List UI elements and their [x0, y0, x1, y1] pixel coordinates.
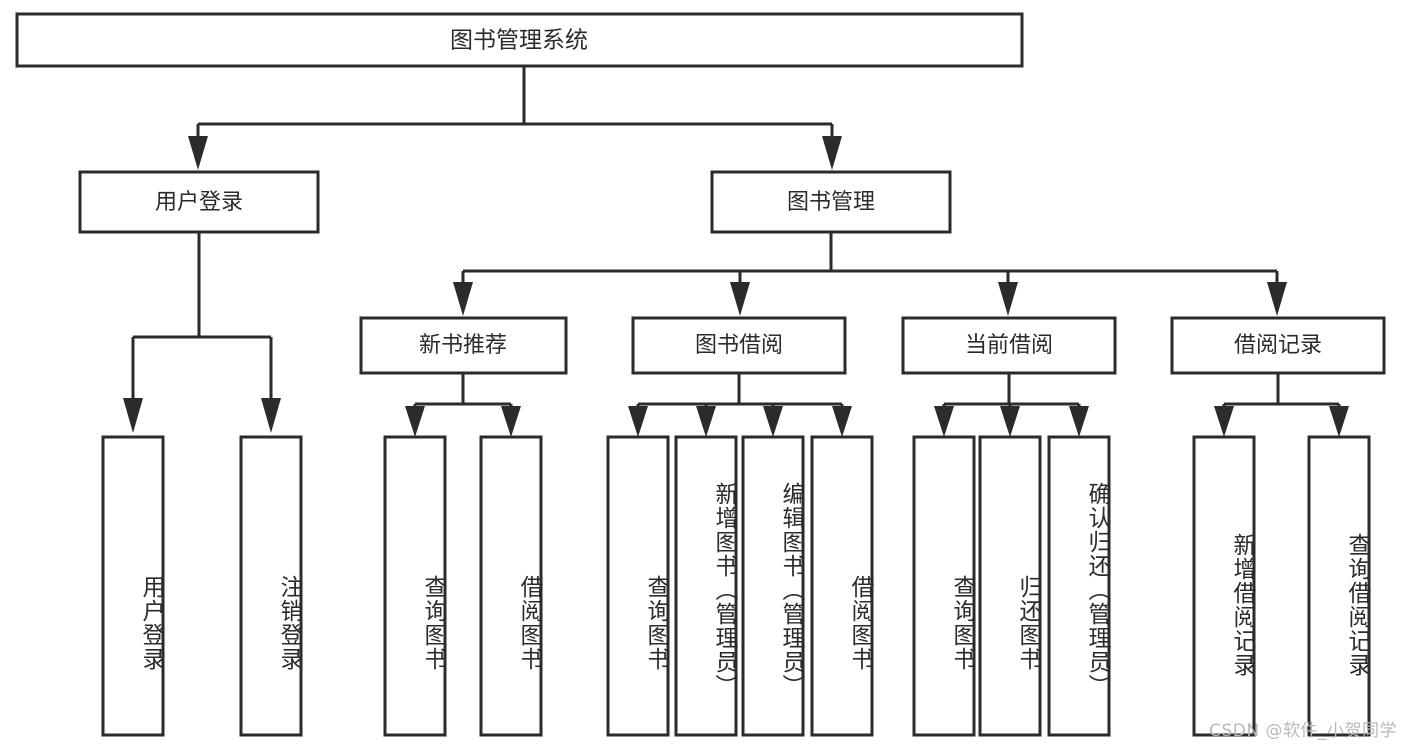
leaf-node-box[interactable]: [383, 435, 447, 737]
connector-newbook-to-leaves: [405, 373, 521, 437]
leaf-node-box[interactable]: [810, 435, 874, 737]
arrow-head-icon: [822, 136, 842, 170]
level3-node-box[interactable]: [901, 316, 1117, 375]
level3-node-label: 当前借阅: [965, 333, 1053, 358]
arrow-head-icon: [501, 406, 521, 437]
arrow-head-icon: [1214, 406, 1234, 437]
leaf-node-box[interactable]: [101, 435, 165, 737]
arrow-head-icon: [628, 406, 648, 437]
root-node-label: 图书管理系统: [450, 28, 588, 54]
connector-currentborrow-to-leaves: [934, 373, 1089, 437]
leaf-node-box[interactable]: [1307, 435, 1371, 737]
arrow-head-icon: [405, 406, 425, 437]
node-book-management[interactable]: 图书管理: [710, 170, 952, 234]
level3-node-label: 新书推荐: [419, 333, 507, 358]
node-user-login[interactable]: 用户登录: [78, 170, 320, 234]
leaf-node-box[interactable]: [978, 435, 1042, 737]
arrow-head-icon: [1329, 406, 1349, 437]
arrow-head-icon: [188, 136, 208, 170]
arrow-head-icon: [832, 406, 852, 437]
level3-node-box[interactable]: [1170, 316, 1386, 375]
leaf-node-box[interactable]: [1192, 435, 1256, 737]
arrow-head-icon: [261, 398, 281, 433]
node-book-borrow[interactable]: 图书借阅: [631, 316, 847, 375]
watermark-text: CSDN @软件_小贺同学: [1209, 721, 1397, 741]
level3-node-label: 图书借阅: [695, 333, 783, 358]
connector-bookmgmt-to-level3: [453, 232, 1287, 316]
node-current-borrow[interactable]: 当前借阅: [901, 316, 1117, 375]
arrow-head-icon: [453, 282, 473, 316]
level2-node-label: 用户登录: [155, 190, 243, 215]
arrow-head-icon: [696, 406, 716, 437]
leaf-node-box[interactable]: [479, 435, 543, 737]
arrow-head-icon: [998, 282, 1018, 316]
connector-bookborrow-to-leaves: [628, 373, 852, 437]
level3-node-label: 借阅记录: [1234, 333, 1322, 358]
node-root-system[interactable]: 图书管理系统: [15, 12, 1024, 68]
node-new-book-recommend[interactable]: 新书推荐: [359, 316, 568, 375]
root-node-box[interactable]: [15, 12, 1024, 68]
connector-userlogin-to-leaves: [123, 232, 281, 433]
connector-borrowrecords-to-leaves: [1214, 373, 1349, 437]
node-borrow-records[interactable]: 借阅记录: [1170, 316, 1386, 375]
leaf-node-box[interactable]: [741, 435, 805, 737]
arrow-head-icon: [1000, 406, 1020, 437]
leaf-node-box[interactable]: [606, 435, 670, 737]
level2-node-label: 图书管理: [787, 190, 875, 215]
arrow-head-icon: [730, 282, 750, 316]
leaf-node-box[interactable]: [1047, 435, 1111, 737]
arrow-head-icon: [763, 406, 783, 437]
arrow-head-icon: [123, 398, 143, 433]
leaf-node-box[interactable]: [912, 435, 976, 737]
leaf-node-box[interactable]: [239, 435, 303, 737]
level3-node-box[interactable]: [359, 316, 568, 375]
connector-root-to-level2: [188, 66, 842, 170]
level3-node-box[interactable]: [631, 316, 847, 375]
level2-node-box[interactable]: [710, 170, 952, 234]
leaf-node-box[interactable]: [674, 435, 738, 737]
arrow-head-icon: [934, 406, 954, 437]
arrow-head-icon: [1069, 406, 1089, 437]
arrow-head-icon: [1267, 282, 1287, 316]
